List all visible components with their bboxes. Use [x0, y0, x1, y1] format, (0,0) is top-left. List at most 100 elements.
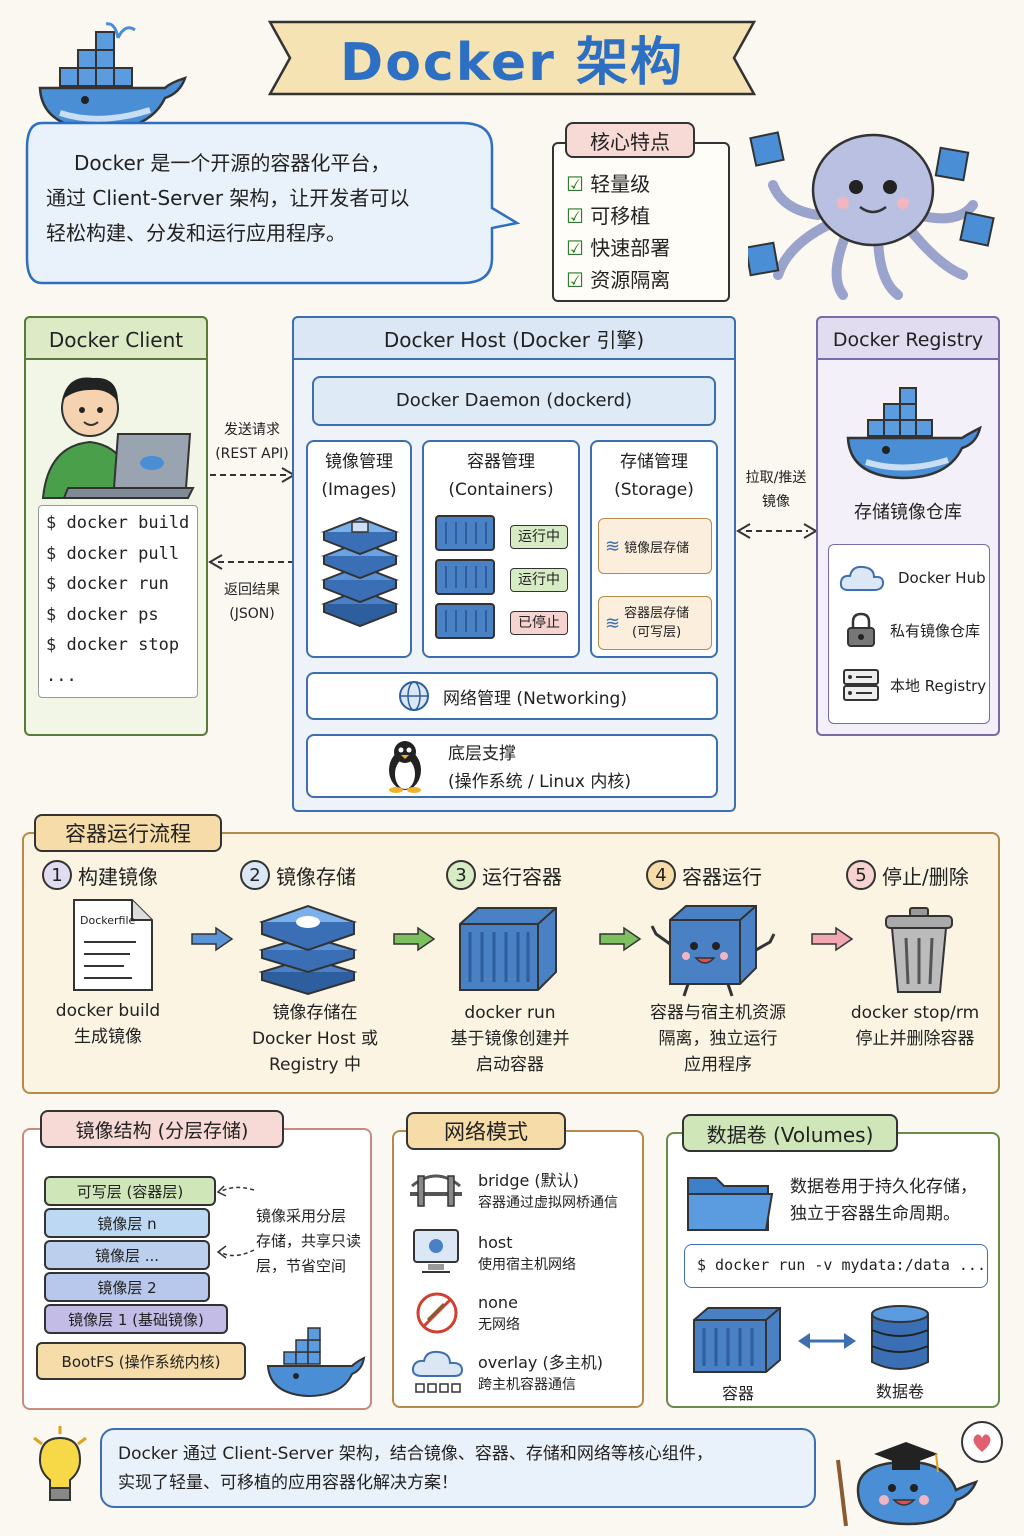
layers-icon: ≋ — [605, 612, 621, 634]
base-support-box — [306, 734, 718, 798]
storage-title: 存储管理(Storage) — [614, 452, 694, 500]
network-mode-none: none 无网络 — [478, 1293, 520, 1333]
arrow-right-icon — [191, 926, 234, 952]
bidirectional-arrow-icon — [798, 1333, 856, 1349]
volumes-title: 数据卷 (Volumes) — [682, 1114, 898, 1152]
registry-item-local: 本地 Registry — [842, 668, 986, 702]
small-whale-icon — [266, 1327, 366, 1398]
monitor-icon — [413, 1229, 459, 1273]
daemon-box: Docker Daemon (dockerd) — [312, 376, 716, 426]
layer-bracket-icon — [216, 1185, 255, 1259]
layer-mid: 镜像层 ... — [44, 1240, 210, 1270]
features-title: 核心特点 — [565, 122, 695, 158]
cloud-network-icon — [411, 1350, 464, 1393]
registry-item-docker-hub: Docker Hub — [838, 562, 986, 594]
layer-note: 镜像采用分层存储，共享只读层，节省空间 — [256, 1207, 362, 1275]
arrow-right-icon — [393, 926, 436, 952]
command-item: $ docker build — [46, 513, 190, 533]
flow-title: 容器运行流程 — [34, 814, 222, 852]
layers-icon: ≋ — [605, 535, 621, 557]
volume-command: $ docker run -v mydata:/data ... — [684, 1244, 988, 1288]
command-item: $ docker ps — [46, 604, 159, 625]
client-title: Docker Client — [24, 316, 208, 360]
lock-icon — [847, 612, 875, 647]
registry-caption: 存储镜像仓库 — [854, 502, 962, 523]
feature-item: ☑ 轻量级 — [566, 172, 651, 196]
arrow-right-icon — [599, 926, 642, 952]
layer-bootfs: BootFS (操作系统内核) — [36, 1342, 246, 1380]
container-icon — [459, 907, 557, 991]
lightbulb-icon — [33, 1426, 87, 1501]
page-title: Docker 架构 — [340, 33, 684, 93]
feature-item: ☑ 可移植 — [566, 204, 651, 228]
network-modes-title: 网络模式 — [406, 1112, 566, 1150]
response-label: 返回结果(JSON) — [224, 582, 280, 622]
image-stack-icon — [321, 516, 399, 628]
layer-1-base: 镜像层 1 (基础镜像) — [44, 1304, 228, 1334]
command-item: $ docker stop — [46, 635, 180, 655]
command-item: ... — [46, 665, 77, 686]
request-label: 发送请求(REST API) — [215, 422, 289, 462]
registry-whale-icon — [846, 387, 982, 480]
docker-whale-icon — [38, 22, 187, 132]
network-mode-overlay: overlay (多主机) 跨主机容器通信 — [478, 1353, 603, 1393]
response-arrow-icon — [208, 554, 294, 570]
volume-label: 数据卷 — [875, 1382, 924, 1401]
status-badge: 运行中 — [510, 525, 568, 549]
pull-push-label: 拉取/推送镜像 — [745, 470, 807, 510]
command-item: $ docker run — [46, 574, 169, 594]
globe-icon — [399, 681, 430, 711]
layer-store-box: ≋ 镜像层存储 — [598, 518, 712, 574]
image-storage-icon — [258, 904, 358, 996]
bridge-icon — [410, 1174, 462, 1207]
title-banner — [267, 20, 757, 96]
no-network-icon — [416, 1292, 458, 1334]
volume-container-icon — [693, 1307, 781, 1373]
command-lines: $ docker build $ docker pull $ docker ru… — [46, 508, 196, 691]
containers-title: 容器管理(Containers) — [448, 452, 554, 500]
volumes-desc: 数据卷用于持久化存储，独立于容器生命周期。 — [790, 1177, 977, 1224]
registry-title: Docker Registry — [816, 316, 1000, 360]
checkbox-icon: ☑ — [566, 204, 584, 228]
request-arrow-icon — [210, 467, 296, 483]
networking-box: 网络管理 (Networking) — [306, 672, 718, 720]
volume-container-label: 容器 — [721, 1384, 754, 1403]
images-title: 镜像管理(Images) — [321, 452, 397, 500]
layer-n: 镜像层 n — [44, 1208, 210, 1238]
database-icon — [871, 1305, 929, 1370]
features-box — [552, 142, 730, 302]
summary-text: Docker 通过 Client-Server 架构，结合镜像、容器、存储和网络… — [118, 1444, 713, 1493]
features-list: ☑ 轻量级 ☑ 可移植 ☑ 快速部署 ☑ 资源隔离 — [566, 168, 670, 296]
command-item: $ docker pull — [46, 543, 180, 564]
container-store-box: ≋ 容器层存储(可写层) — [598, 596, 712, 650]
layer-2: 镜像层 2 — [44, 1272, 210, 1302]
graduate-whale-icon — [836, 1421, 1003, 1527]
image-structure-title: 镜像结构 (分层存储) — [40, 1110, 284, 1148]
checkbox-icon: ☑ — [566, 236, 584, 260]
network-mode-bridge: bridge (默认) 容器通过虚拟网桥通信 — [478, 1171, 618, 1211]
svg-text:Dockerfile: Dockerfile — [80, 914, 136, 927]
summary-bubble — [100, 1428, 816, 1508]
cloud-icon — [839, 565, 885, 591]
container-stack-icon — [435, 515, 495, 639]
trash-can-icon — [885, 907, 953, 993]
linux-penguin-icon — [389, 741, 421, 793]
folder-icon — [687, 1177, 774, 1231]
intro-bubble — [25, 121, 521, 285]
server-icon — [843, 669, 879, 701]
status-badge: 已停止 — [510, 611, 568, 635]
pull-push-arrow-icon — [736, 523, 818, 539]
layer-writable: 可写层 (容器层) — [44, 1176, 216, 1206]
running-container-icon — [650, 905, 776, 997]
developer-laptop-icon — [41, 377, 195, 499]
intro-text: Docker 是一个开源的容器化平台， 通过 Client-Server 架构，… — [46, 151, 410, 245]
checkbox-icon: ☑ — [566, 268, 584, 292]
